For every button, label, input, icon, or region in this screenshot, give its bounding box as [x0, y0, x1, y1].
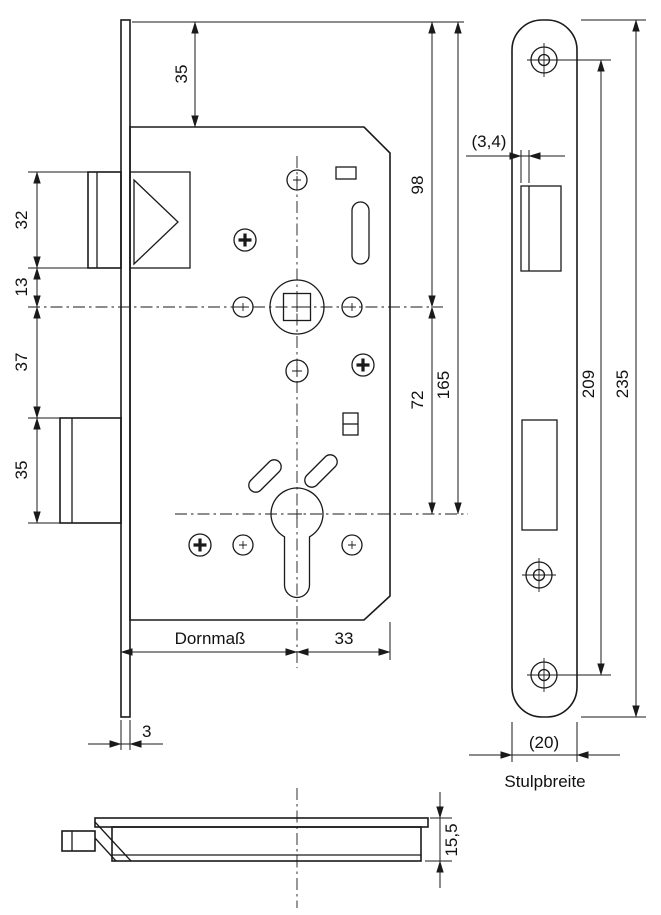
bottom-right-hole: [341, 534, 363, 556]
latch-bolt: [87, 171, 191, 269]
dim-total-height-235: 235: [613, 370, 632, 398]
bottom-view: [61, 788, 429, 908]
lock-case-outline: [129, 126, 391, 621]
dim-screw-spacing-209: 209: [579, 370, 598, 398]
dimensions-bottom: 15,5: [425, 792, 461, 888]
dead-bolt: [59, 417, 122, 524]
dim-left-13: 13: [12, 278, 31, 297]
angled-slot-right: [304, 454, 338, 488]
mid-hole: [285, 359, 309, 383]
faceplate-screw-hole-mid: [521, 557, 557, 593]
dim-faceplate-thickness-3: 3: [142, 722, 151, 741]
oval-slot: [351, 201, 370, 265]
dim-offset-3-4: (3,4): [472, 132, 507, 151]
dim-right-72: 72: [408, 391, 427, 410]
dim-width-20: (20): [529, 733, 559, 752]
bottom-latch-bevel: [94, 821, 132, 862]
faceplate-width-label: Stulpbreite: [504, 772, 585, 791]
phillips-screw-bottom: [187, 532, 213, 558]
dim-left-35: 35: [12, 461, 31, 480]
bottom-case: [111, 826, 422, 862]
faceplate-outline: [511, 19, 578, 718]
phillips-screw-mid: [350, 352, 376, 378]
small-rect-detail: [342, 412, 359, 436]
bottom-latch-tip: [61, 821, 132, 862]
follower-square-hole: [282, 292, 312, 322]
faceplate-edge: [120, 19, 131, 718]
follower-hub: [269, 279, 325, 335]
dim-left-37: 37: [12, 353, 31, 372]
faceplate-view: [511, 19, 578, 718]
faceplate-latch-opening: [520, 185, 562, 272]
dimensions-faceplate: (3,4) 209 235 (20) Stulpbreite: [466, 19, 646, 791]
bottom-left-hole: [232, 534, 254, 556]
main-view: [28, 19, 468, 718]
dim-bottom-33: 33: [335, 629, 354, 648]
latch-bevel: [133, 178, 179, 266]
small-slot-top: [335, 166, 357, 180]
dim-right-165: 165: [434, 371, 453, 399]
faceplate-screw-hole-top: [526, 42, 562, 78]
dim-top-35: 35: [172, 65, 191, 84]
bottom-faceplate-strip: [94, 817, 429, 828]
phillips-screw-top: [232, 227, 258, 253]
dim-depth-15-5: 15,5: [442, 823, 461, 856]
dim-backset-label: Dornmaß: [175, 629, 246, 648]
euro-cylinder-hole: [270, 487, 324, 599]
dimensions-main: 35 32 13 37 35 98 72 165 Dornmaß 33: [12, 21, 464, 750]
faceplate-deadbolt-opening: [521, 419, 558, 531]
angled-slot-left: [248, 459, 282, 493]
dim-right-98: 98: [408, 176, 427, 195]
faceplate-screw-hole-bottom: [526, 657, 562, 693]
dim-left-32: 32: [12, 211, 31, 230]
